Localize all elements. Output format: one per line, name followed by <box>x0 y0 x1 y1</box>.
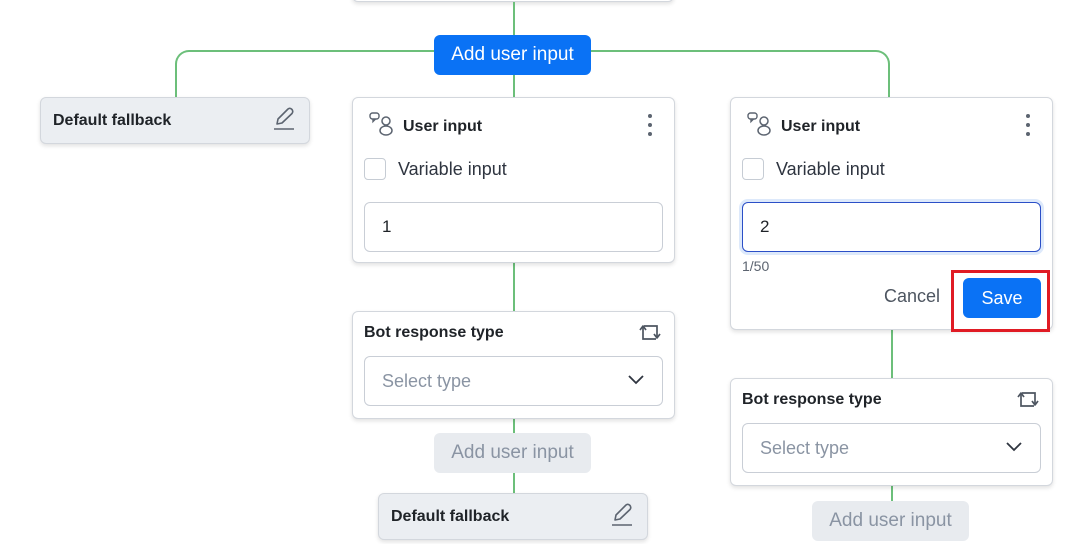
edit-pencil-icon[interactable] <box>271 105 297 136</box>
connector-line <box>891 486 893 502</box>
variable-input-row[interactable]: Variable input <box>364 158 507 180</box>
connector-line <box>513 2 515 36</box>
swap-arrows-icon[interactable] <box>638 322 662 349</box>
user-input-field[interactable]: 1 <box>364 202 663 252</box>
user-chat-icon <box>747 112 773 141</box>
bot-response-select[interactable]: Select type <box>364 356 663 406</box>
connector-line <box>590 50 872 52</box>
connector-curve-right <box>870 50 890 70</box>
add-user-input-label: Add user input <box>451 44 574 65</box>
connector-line <box>175 68 177 98</box>
variable-input-label: Variable input <box>398 158 507 179</box>
swap-arrows-icon[interactable] <box>1016 389 1040 416</box>
save-button[interactable]: Save <box>963 278 1041 318</box>
user-input-field[interactable]: 2 <box>742 202 1041 252</box>
user-input-card-editing: User input Variable input 2 1/50 Cancel … <box>730 97 1053 330</box>
connector-line <box>888 68 890 98</box>
edit-pencil-icon[interactable] <box>609 501 635 532</box>
bot-response-title: Bot response type <box>364 324 504 341</box>
variable-input-checkbox[interactable] <box>364 158 386 180</box>
save-button-highlight <box>951 270 1050 332</box>
bot-response-card: Bot response type Select type <box>352 311 675 419</box>
user-chat-icon <box>369 112 395 141</box>
more-options-icon[interactable] <box>1018 112 1038 138</box>
default-fallback-node[interactable]: Default fallback <box>40 97 310 144</box>
more-options-icon[interactable] <box>640 112 660 138</box>
connector-line <box>193 50 435 52</box>
variable-input-label: Variable input <box>776 158 885 179</box>
add-user-input-button[interactable]: Add user input <box>812 501 969 541</box>
bot-response-title: Bot response type <box>742 391 882 408</box>
select-placeholder: Select type <box>760 437 850 458</box>
user-input-value: 2 <box>760 217 770 236</box>
add-user-input-label: Add user input <box>451 442 574 463</box>
bot-response-select[interactable]: Select type <box>742 423 1041 473</box>
connector-line <box>513 263 515 311</box>
cancel-button[interactable]: Cancel <box>883 286 940 306</box>
variable-input-row[interactable]: Variable input <box>742 158 885 180</box>
user-input-title: User input <box>781 117 861 135</box>
user-input-title: User input <box>403 117 483 135</box>
chevron-down-icon <box>628 372 644 390</box>
user-input-card: User input Variable input 1 <box>352 97 675 263</box>
user-input-value: 1 <box>382 217 392 236</box>
connector-line <box>891 330 893 378</box>
connector-curve-left <box>175 50 195 70</box>
save-label: Save <box>981 287 1023 308</box>
character-counter: 1/50 <box>742 258 770 274</box>
bot-response-card: Bot response type Select type <box>730 378 1053 486</box>
chevron-down-icon <box>1006 439 1022 457</box>
select-placeholder: Select type <box>382 370 472 391</box>
add-user-input-button[interactable]: Add user input <box>434 433 591 473</box>
fallback-title: Default fallback <box>53 111 172 129</box>
variable-input-checkbox[interactable] <box>742 158 764 180</box>
default-fallback-node[interactable]: Default fallback <box>378 493 648 540</box>
connector-line <box>513 418 515 434</box>
connector-line <box>513 473 515 493</box>
fallback-title: Default fallback <box>391 507 510 525</box>
connector-line <box>513 74 515 98</box>
add-user-input-label: Add user input <box>829 510 952 531</box>
add-user-input-button[interactable]: Add user input <box>434 35 591 75</box>
